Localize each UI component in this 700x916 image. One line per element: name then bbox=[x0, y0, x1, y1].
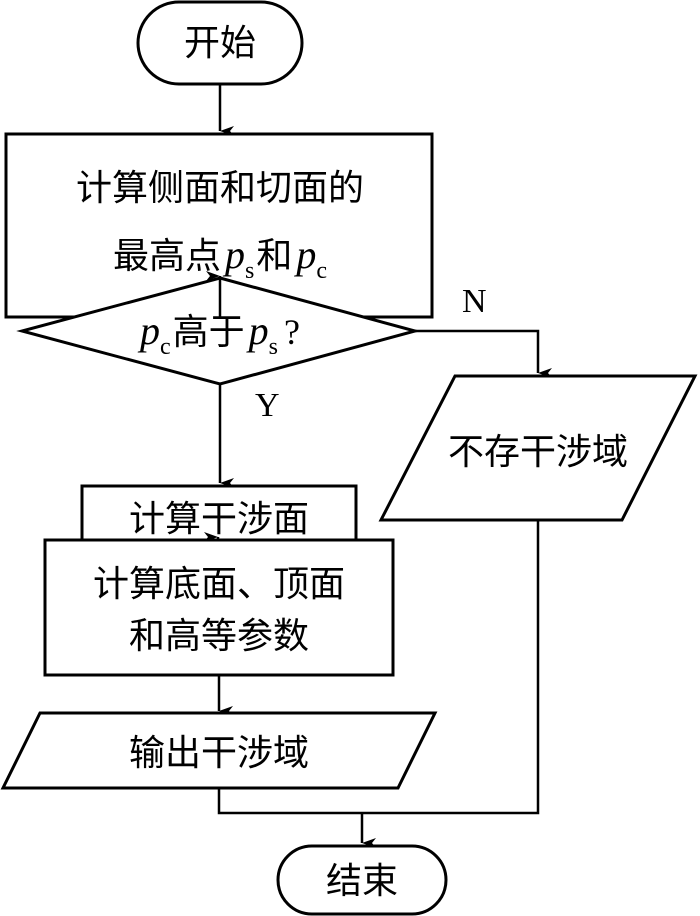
step3-line1: 计算底面、顶面 bbox=[93, 564, 345, 605]
sub-s: s bbox=[269, 334, 278, 360]
process-box bbox=[43, 538, 395, 677]
output-label: 输出干涉域 bbox=[129, 733, 309, 774]
step1-prefix: 最高点 bbox=[113, 236, 221, 277]
no-label: N bbox=[462, 283, 487, 320]
process-compute-parameters: 计算底面、顶面 和高等参数 bbox=[43, 538, 395, 677]
sub-c: c bbox=[316, 258, 327, 284]
sub-c: c bbox=[160, 334, 171, 360]
decision-middle: 高于 bbox=[173, 312, 245, 353]
end-label: 结束 bbox=[326, 861, 398, 902]
end-terminal: 结束 bbox=[276, 844, 448, 916]
output-no-interference: 不存干涉域 bbox=[378, 374, 698, 522]
step3-line2: 和高等参数 bbox=[129, 616, 309, 657]
output-interference-domain: 输出干涉域 bbox=[0, 711, 438, 790]
var-p-s: p bbox=[222, 232, 245, 277]
arrow-no-branch bbox=[415, 329, 552, 378]
no-output-label: 不存干涉域 bbox=[448, 432, 628, 473]
var-p-c: p bbox=[293, 232, 316, 277]
question-mark: ? bbox=[284, 312, 300, 352]
yes-label: Y bbox=[255, 387, 280, 424]
step2-label: 计算干涉面 bbox=[129, 499, 309, 540]
var-p-s: p bbox=[246, 308, 269, 353]
start-label: 开始 bbox=[184, 23, 256, 64]
merge-connector bbox=[217, 520, 540, 815]
start-terminal: 开始 bbox=[136, 0, 304, 86]
io-parallelogram bbox=[378, 374, 698, 522]
io-parallelogram bbox=[0, 711, 438, 790]
step1-conj: 和 bbox=[256, 236, 292, 277]
start-terminal-shape bbox=[136, 0, 304, 86]
step1-line1: 计算侧面和切面的 bbox=[76, 168, 364, 209]
sub-s: s bbox=[245, 258, 254, 284]
end-terminal-shape bbox=[276, 844, 448, 916]
var-p-c: p bbox=[137, 308, 160, 353]
